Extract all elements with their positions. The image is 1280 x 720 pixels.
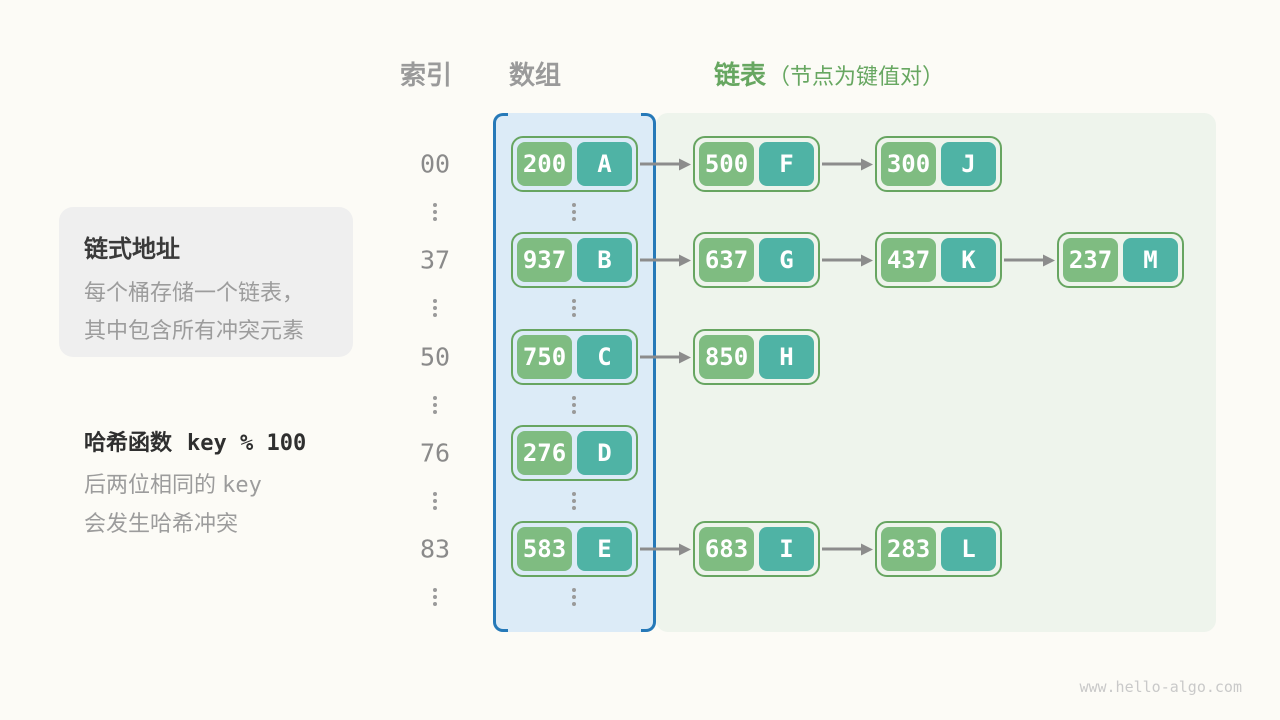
chain-arrow — [822, 162, 861, 166]
chain-arrow — [1004, 258, 1043, 262]
node-key-cell: 583 — [517, 527, 572, 571]
node-key-cell: 850 — [699, 335, 754, 379]
node-key-cell: 283 — [881, 527, 936, 571]
node-key-cell: 237 — [1063, 238, 1118, 282]
array-left-bracket — [493, 113, 508, 632]
node-value-cell: H — [759, 335, 814, 379]
info-box-title: 链式地址 — [84, 236, 180, 263]
hash-function-formula: key % 100 — [187, 431, 307, 456]
chain-arrow — [640, 355, 679, 359]
hash-note-line: 后两位相同的 key — [84, 472, 262, 498]
hash-function-label: 哈希函数 — [84, 430, 173, 455]
node-key-cell: 750 — [517, 335, 572, 379]
node-key-cell: 200 — [517, 142, 572, 186]
node-value-cell: G — [759, 238, 814, 282]
list-header-note: （节点为键值对） — [768, 64, 945, 89]
array-column-header: 数组 — [508, 60, 562, 90]
ellipsis-dots — [572, 492, 576, 510]
hash-note-line: 会发生哈希冲突 — [84, 511, 239, 536]
chain-arrow — [640, 162, 679, 166]
node-value-cell: E — [577, 527, 632, 571]
ellipsis-dots — [572, 299, 576, 317]
site-watermark: www.hello-algo.com — [1079, 678, 1242, 696]
ellipsis-dots — [433, 299, 437, 317]
node-value-cell: B — [577, 238, 632, 282]
list-column-header: 链表 （节点为键值对） — [714, 55, 944, 92]
index-column-header: 索引 — [399, 60, 453, 90]
chaining-info-box: 链式地址 每个桶存储一个链表， 其中包含所有冲突元素 — [59, 207, 353, 357]
node-key-cell: 500 — [699, 142, 754, 186]
hash-function-note: 哈希函数 key % 100 后两位相同的 key 会发生哈希冲突 — [84, 425, 306, 543]
ellipsis-dots — [433, 396, 437, 414]
node-value-cell: I — [759, 527, 814, 571]
chain-arrow — [640, 547, 679, 551]
list-header-label: 链表 — [714, 60, 767, 90]
node-key-cell: 683 — [699, 527, 754, 571]
node-value-cell: K — [941, 238, 996, 282]
node-value-cell: C — [577, 335, 632, 379]
chain-arrow — [822, 258, 861, 262]
ellipsis-dots — [433, 588, 437, 606]
node-value-cell: M — [1123, 238, 1178, 282]
chain-arrow — [822, 547, 861, 551]
ellipsis-dots — [433, 203, 437, 221]
array-right-bracket — [641, 113, 656, 632]
ellipsis-dots — [572, 396, 576, 414]
node-key-cell: 276 — [517, 431, 572, 475]
bucket-index-label: 50 — [419, 342, 451, 372]
node-key-cell: 637 — [699, 238, 754, 282]
node-value-cell: A — [577, 142, 632, 186]
bucket-index-label: 83 — [419, 534, 451, 564]
ellipsis-dots — [572, 203, 576, 221]
bucket-index-label: 00 — [419, 149, 451, 179]
bucket-index-label: 76 — [419, 438, 451, 468]
node-key-cell: 437 — [881, 238, 936, 282]
bucket-index-label: 37 — [419, 245, 451, 275]
info-box-line: 其中包含所有冲突元素 — [84, 318, 305, 343]
node-value-cell: D — [577, 431, 632, 475]
node-key-cell: 300 — [881, 142, 936, 186]
ellipsis-dots — [433, 492, 437, 510]
node-value-cell: F — [759, 142, 814, 186]
info-box-line: 每个桶存储一个链表， — [84, 280, 305, 305]
node-value-cell: J — [941, 142, 996, 186]
ellipsis-dots — [572, 588, 576, 606]
node-key-cell: 937 — [517, 238, 572, 282]
chain-arrow — [640, 258, 679, 262]
node-value-cell: L — [941, 527, 996, 571]
